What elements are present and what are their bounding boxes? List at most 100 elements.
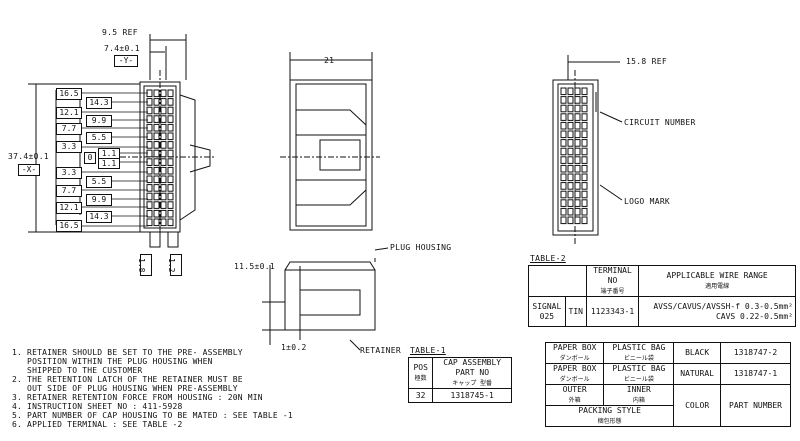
pin-cavity (167, 141, 174, 149)
t2-wire-1: AVSS/CAVUS/AVSSH-f 0.3-0.5mm² (653, 301, 793, 311)
pin-cavity (160, 89, 167, 98)
dim-zero: 0 (84, 152, 96, 164)
t3-part: 1318747-1 (720, 363, 791, 385)
callout-retainer: RETAINER (360, 346, 401, 355)
pin-cavity (560, 173, 567, 182)
t3-h-packing: PACKING STYLE (578, 406, 641, 415)
t3-outer: PAPER BOX (552, 343, 597, 352)
pin-cavity (160, 184, 167, 192)
pin-cavity (560, 130, 567, 139)
pin-cavity (167, 184, 174, 192)
pin-cavity (146, 89, 153, 98)
pin-cavity (146, 149, 153, 158)
dim-1-8: 1.8 (137, 254, 152, 276)
dim-7-4: 7.4±0.1 (104, 44, 140, 53)
note-line: SHIPPED TO THE CUSTOMER (12, 366, 143, 375)
t3-inner: PLASTIC BAG (612, 364, 666, 373)
stack-inner: 5.5 (86, 176, 112, 188)
pin-cavity (567, 139, 574, 147)
side-view (262, 247, 389, 351)
pin-cavity (153, 192, 160, 201)
pin-cavity (581, 199, 588, 207)
pin-cavity (167, 218, 174, 227)
pin-cavity (160, 106, 167, 115)
pin-cavity (160, 132, 167, 141)
pin-cavity (560, 164, 567, 173)
t2-h-no-jp: 端子番号 (600, 288, 625, 295)
datum-x: -X- (18, 164, 40, 176)
stack-inner: 9.9 (86, 115, 112, 127)
pin-cavity (560, 207, 567, 216)
table2-title: TABLE-2 (530, 254, 566, 263)
pin-cavity (574, 199, 581, 207)
t1-pos: 32 (407, 388, 434, 403)
pin-cavity (560, 96, 567, 104)
pin-cavity (160, 201, 167, 209)
pin-cavity (560, 216, 567, 225)
top-dimension-lines (149, 34, 620, 80)
top-view (280, 79, 380, 231)
note-line: 6. APPLIED TERMINAL : SEE TABLE -2 (12, 420, 183, 429)
pin-cavity (574, 104, 581, 113)
pin-cavity (160, 123, 167, 132)
pin-cavity (146, 123, 153, 132)
t2-wire-2: CAVS 0.22-0.5mm² (715, 311, 793, 321)
pin-cavity (567, 87, 574, 96)
pin-cavity (153, 132, 160, 141)
stack-left: 7.7 (56, 123, 82, 135)
note-line: POSITION WITHIN THE PLUG HOUSING WHEN (12, 357, 213, 366)
note-line: 3. RETAINER RETENTION FORCE FROM HOUSING… (12, 393, 263, 402)
t3-h-packing-jp: 梱包形態 (597, 418, 622, 425)
t2-h-no: NO (607, 276, 618, 285)
dim-9-5-ref: 9.5 REF (102, 28, 138, 37)
stack-leaders (80, 92, 148, 227)
pin-cavity (146, 201, 153, 209)
pin-cavity (560, 156, 567, 164)
pin-cavity (574, 96, 581, 104)
t3-h-outer-jp: 外箱 (568, 397, 581, 404)
pin-cavity (167, 209, 174, 218)
pin-cavity (581, 96, 588, 104)
pin-cavity (153, 175, 160, 184)
callout-logo-mark: LOGO MARK (624, 197, 671, 206)
pin-cavity (581, 147, 588, 156)
end-pin-grid (560, 87, 588, 225)
pin-cavity (567, 147, 574, 156)
pin-cavity (160, 141, 167, 149)
pin-cavity (574, 113, 581, 121)
stack-left: 7.7 (56, 185, 82, 197)
pin-cavity (574, 147, 581, 156)
stack-left: 16.5 (56, 220, 82, 232)
pin-cavity (560, 121, 567, 130)
note-line: 1. RETAINER SHOULD BE SET TO THE PRE- AS… (12, 348, 243, 357)
pin-cavity (574, 121, 581, 130)
dim-37-4: 37.4±0.1 (8, 152, 49, 161)
pin-cavity (560, 199, 567, 207)
pin-cavity (574, 190, 581, 199)
t2-terminal-no: 1123343-1 (585, 296, 640, 327)
pin-cavity (146, 175, 153, 184)
pin-cavity (153, 98, 160, 106)
pin-cavity (167, 201, 174, 209)
pin-cavity (581, 164, 588, 173)
t3-color: NATURAL (673, 363, 721, 385)
pin-cavity (567, 190, 574, 199)
pin-cavity (574, 130, 581, 139)
pin-cavity (153, 184, 160, 192)
dim-21: 21 (324, 56, 335, 65)
pin-cavity (153, 89, 160, 98)
t2-signal-size: 025 (539, 311, 555, 321)
pin-cavity (160, 175, 167, 184)
pin-cavity (160, 115, 167, 123)
t3-inner-jp: ビニール袋 (623, 376, 654, 383)
t3-outer: PAPER BOX (552, 364, 597, 373)
callout-circuit-number: CIRCUIT NUMBER (624, 118, 696, 127)
pin-cavity (167, 192, 174, 201)
pin-cavity (560, 182, 567, 190)
pin-cavity (146, 218, 153, 227)
pin-cavity (581, 113, 588, 121)
pin-cavity (167, 115, 174, 123)
pin-cavity (581, 130, 588, 139)
pin-cavity (153, 115, 160, 123)
